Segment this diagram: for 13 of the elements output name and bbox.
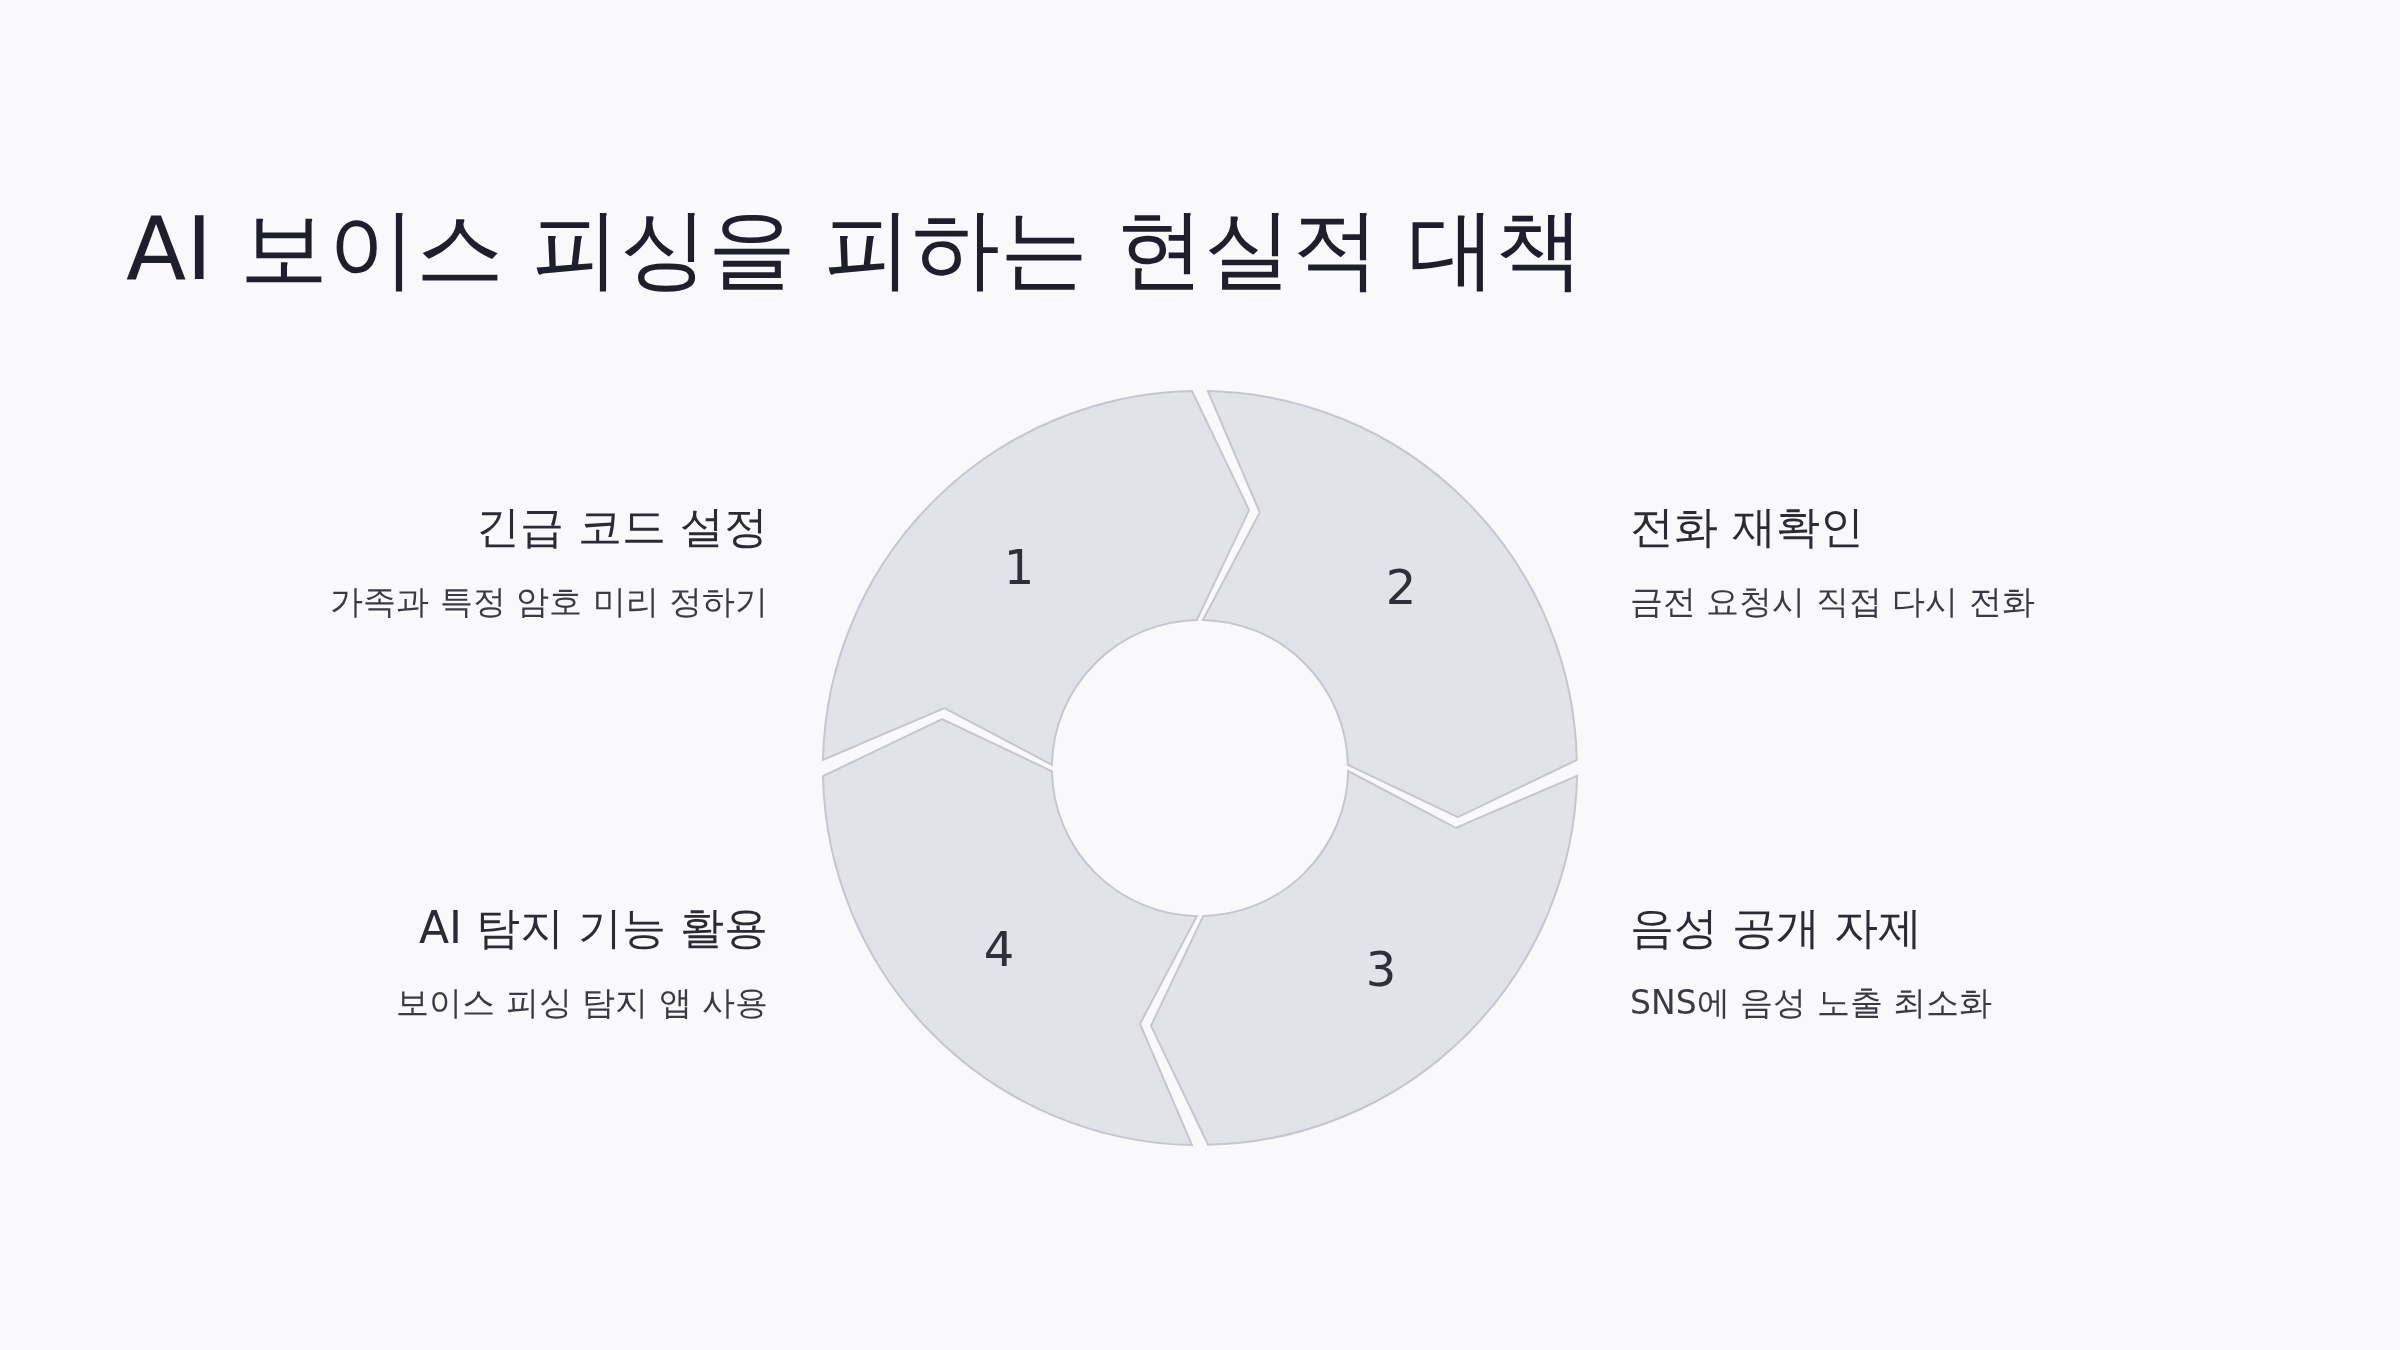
step-number: 4 xyxy=(983,924,1015,973)
step-description: 금전 요청시 직접 다시 전화 xyxy=(1630,585,2035,618)
step-number: 2 xyxy=(1385,563,1417,611)
step-number: 1 xyxy=(1003,542,1035,591)
step-heading: 긴급 코드 설정 xyxy=(476,505,768,549)
step-description: SNS에 음성 노출 최소화 xyxy=(1630,986,1993,1019)
step-heading: 전화 재확인 xyxy=(1630,505,1864,549)
title: AI 보이스 피싱을 피하는 현실적 대책 xyxy=(126,205,1584,293)
step-number: 3 xyxy=(1365,945,1397,993)
step-description: 보이스 피싱 탐지 앱 사용 xyxy=(396,986,768,1019)
step-heading: AI 탐지 기능 활용 xyxy=(418,906,768,950)
step-heading: 음성 공개 자제 xyxy=(1630,906,1922,950)
step-description: 가족과 특정 암호 미리 정하기 xyxy=(330,585,768,618)
